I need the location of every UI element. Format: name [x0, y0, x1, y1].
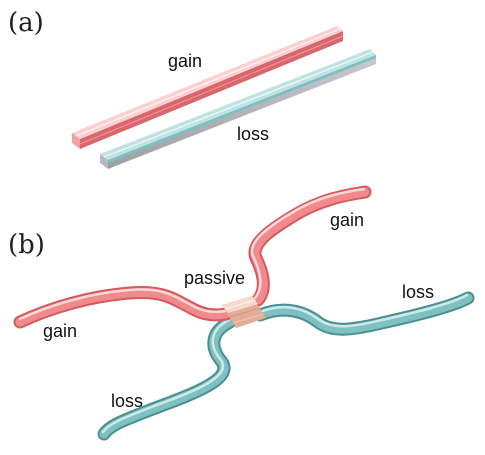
loss-right-label-b: loss	[402, 282, 435, 302]
gain-waveguide-straight	[72, 26, 344, 149]
passive-coupling-region	[222, 296, 266, 328]
loss-label-a: loss	[237, 124, 270, 144]
passive-label-b: passive	[184, 268, 246, 288]
gain-arm-top	[248, 185, 372, 307]
gain-left-label-b: gain	[43, 321, 78, 341]
loss-arm-bottom	[97, 315, 237, 441]
loss-arm-right	[253, 291, 475, 336]
loss-bottom-label-b: loss	[111, 391, 144, 411]
panel-b-label: (b)	[8, 230, 45, 260]
gain-arm-left	[13, 285, 233, 329]
panel-b-coupler	[13, 185, 475, 441]
panel-a-waveguides	[72, 26, 376, 169]
loss-waveguide-straight	[100, 49, 376, 169]
gain-top-label-b: gain	[330, 210, 365, 230]
gain-label-a: gain	[168, 51, 203, 71]
panel-a-label: (a)	[8, 8, 44, 38]
